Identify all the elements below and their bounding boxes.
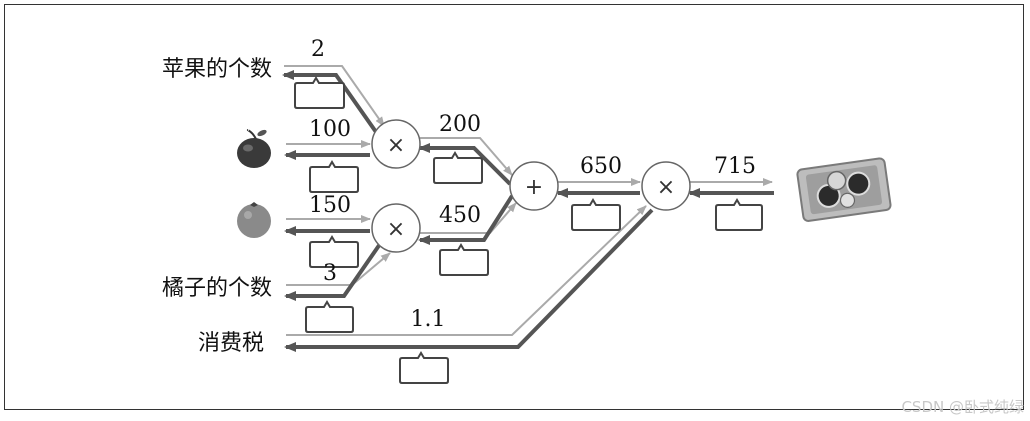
orange-icon xyxy=(237,202,271,238)
gradient-box-orange-price xyxy=(309,235,359,268)
label-orange-count: 橘子的个数 xyxy=(162,276,272,301)
value-apple-count: 2 xyxy=(311,37,325,62)
label-tax: 消费税 xyxy=(198,331,264,356)
gradient-box-tax xyxy=(399,351,449,384)
fwd-apple-total xyxy=(420,137,513,176)
node-add-symbol: + xyxy=(525,175,543,200)
gradient-box-apple-total xyxy=(433,151,483,184)
bwd-tax xyxy=(284,208,654,352)
value-orange-price: 150 xyxy=(309,193,351,218)
backward-edges xyxy=(282,70,774,352)
money-tray-icon xyxy=(796,157,892,222)
node-mul-orange-symbol: × xyxy=(387,217,405,242)
label-apple-count: 苹果的个数 xyxy=(162,57,272,82)
bwd-orange-count xyxy=(284,242,382,301)
gradient-box-apple-price xyxy=(309,160,359,193)
bwd-apple-count xyxy=(282,70,378,134)
value-result: 715 xyxy=(714,154,756,179)
fwd-apple-count xyxy=(284,65,385,127)
watermark: CSDN @卧式纯绿 xyxy=(901,398,1024,416)
apple-icon xyxy=(237,129,271,168)
value-orange-total: 450 xyxy=(439,203,481,228)
bwd-orange-total xyxy=(418,194,514,245)
bwd-apple-total xyxy=(418,143,512,186)
gradient-box-apple-count xyxy=(294,76,345,109)
gradient-box-orange-total xyxy=(439,243,489,276)
fwd-tax xyxy=(286,205,647,336)
gradient-box-result xyxy=(715,198,763,231)
gradient-box-orange-count xyxy=(305,300,354,333)
gradient-box-sum xyxy=(571,198,621,231)
node-mul-tax-symbol: × xyxy=(657,175,675,200)
node-mul-apple: × xyxy=(371,119,421,169)
value-apple-total: 200 xyxy=(439,112,481,137)
value-orange-count: 3 xyxy=(323,261,337,286)
node-mul-orange: × xyxy=(371,203,421,253)
value-tax: 1.1 xyxy=(411,307,446,332)
node-mul-tax: × xyxy=(641,161,691,211)
value-apple-price: 100 xyxy=(309,117,351,142)
node-mul-apple-symbol: × xyxy=(387,133,405,158)
gradient-boxes xyxy=(294,76,763,384)
node-add: + xyxy=(509,161,559,211)
value-sum: 650 xyxy=(580,154,622,179)
